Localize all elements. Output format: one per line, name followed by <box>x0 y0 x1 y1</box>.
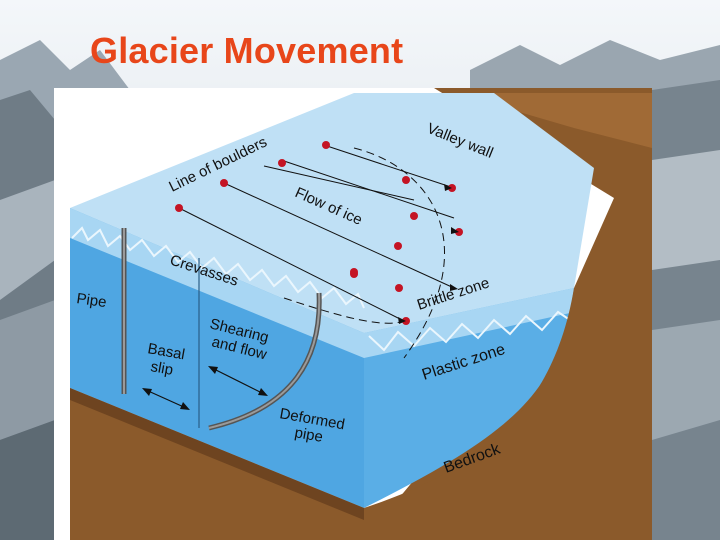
boulder-line-3 <box>263 165 415 201</box>
ice-top-surface <box>70 93 594 333</box>
arrowhead <box>208 366 218 374</box>
flow-front-curve <box>353 147 445 359</box>
deformed-pipe-highlight <box>208 292 321 429</box>
arrowhead <box>444 184 452 191</box>
boulder-dot <box>175 204 183 212</box>
boulder-dot <box>350 268 358 276</box>
crevasse-edge <box>71 226 365 309</box>
arrowhead <box>258 388 268 396</box>
arrowhead <box>142 388 152 396</box>
boulder-dot <box>410 212 418 220</box>
label-pipe-2: pipe <box>293 424 324 446</box>
boulder-dot <box>394 242 402 250</box>
shearing-arrow <box>208 366 268 396</box>
label-basal: Basal <box>146 340 186 363</box>
label-slip: slip <box>149 358 174 379</box>
boulder-dot <box>395 284 403 292</box>
arrowhead <box>451 227 459 234</box>
bedrock-edge <box>70 388 364 520</box>
boulder-line-5 <box>323 144 455 189</box>
arrow-shaft <box>211 367 265 395</box>
flow-arrowheads <box>398 184 459 324</box>
flow-front-curve-2 <box>283 297 405 324</box>
ice-front-face <box>70 208 364 508</box>
boulder-line-4 <box>283 160 455 219</box>
boulder-dot <box>220 179 228 187</box>
brittle-zone-strip <box>70 208 364 358</box>
glacier-diagram: Valley wall Line of boulders Flow of ice… <box>70 88 652 540</box>
bedrock-right <box>364 288 614 540</box>
crevasse-edge-right <box>368 310 571 352</box>
boulder-dot <box>322 141 330 149</box>
arrow-shaft <box>145 389 187 409</box>
boulder-line-1 <box>178 207 405 322</box>
boulder-line-2 <box>223 182 455 289</box>
label-pipe: Pipe <box>75 290 107 311</box>
boulder-dot <box>278 159 286 167</box>
slide-title: Glacier Movement <box>90 30 404 71</box>
arrowhead <box>450 284 458 291</box>
brittle-zone-strip-right <box>364 288 574 358</box>
diagram-panel: Valley wall Line of boulders Flow of ice… <box>54 88 652 540</box>
boulders <box>175 141 463 325</box>
arrowhead <box>398 317 406 324</box>
arrowhead <box>180 402 190 410</box>
boulder-dot <box>402 176 410 184</box>
basal-slip-arrow <box>142 388 190 410</box>
